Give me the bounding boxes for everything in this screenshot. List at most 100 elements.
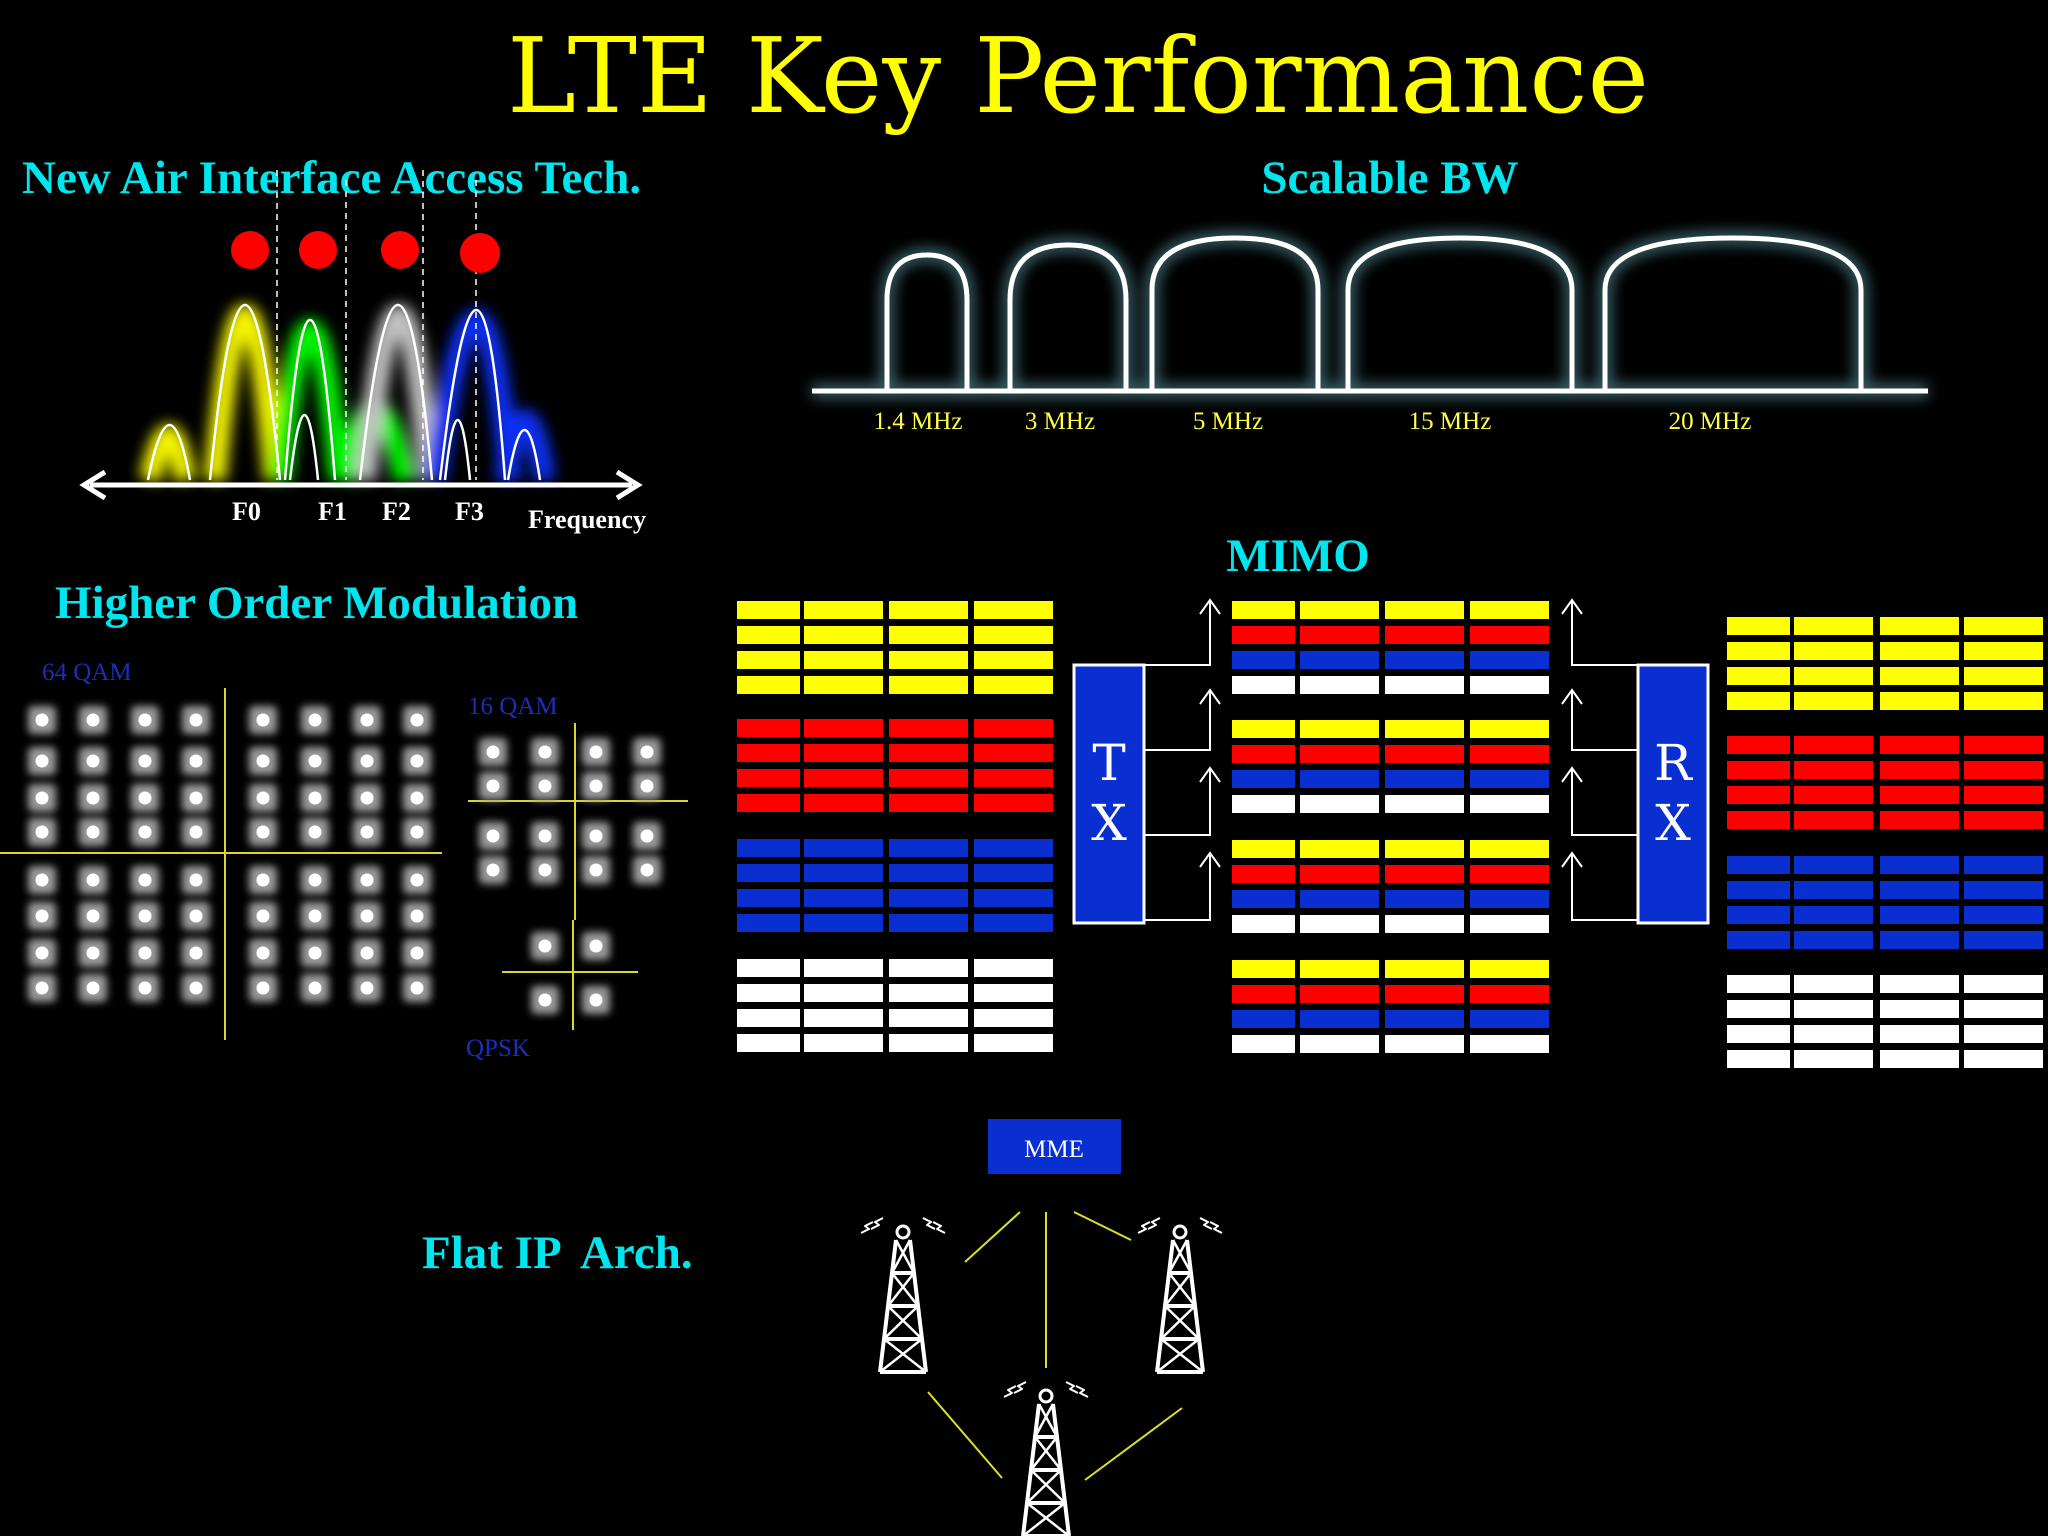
qam64-point — [353, 974, 381, 1002]
qam64-point — [28, 784, 56, 812]
bw-channel-3mhz — [1007, 242, 1129, 390]
qam64-point — [79, 939, 107, 967]
tx-antenna-block: T X — [1072, 663, 1146, 925]
qam64-point — [249, 902, 277, 930]
architecture-heading: Flat IP Arch. — [422, 1227, 693, 1279]
modulation-heading: Higher Order Modulation — [55, 577, 578, 629]
qam64-point — [249, 818, 277, 846]
qam64-point — [301, 706, 329, 734]
qam64-point — [79, 818, 107, 846]
subcarrier-peak-f2 — [381, 231, 419, 269]
qam16-point — [479, 856, 507, 884]
mme-label: MME — [1024, 1136, 1084, 1163]
base-stations — [860, 1217, 1223, 1536]
page-title: LTE Key Performance — [507, 15, 1649, 137]
qam64-point — [249, 866, 277, 894]
subcarrier-label-f0: F0 — [232, 497, 261, 526]
subcarrier-label-f3: F3 — [455, 497, 484, 526]
backhaul-links — [927, 1211, 1183, 1481]
constellation-points — [28, 706, 661, 1014]
qam64-point — [353, 784, 381, 812]
qam64-point — [79, 974, 107, 1002]
qam64-point — [79, 784, 107, 812]
qam64-point — [79, 706, 107, 734]
qam64-point — [28, 747, 56, 775]
qam64-point — [28, 818, 56, 846]
qam16-point — [633, 822, 661, 850]
qam64-point — [79, 747, 107, 775]
qam16-point — [531, 822, 559, 850]
qam64-point — [301, 974, 329, 1002]
ofdm-heading: New Air Interface Access Tech. — [22, 152, 641, 204]
bandwidth-heading: Scalable BW — [1261, 152, 1518, 204]
qam64-point — [131, 784, 159, 812]
bw-label-15mhz: 15 MHz — [1409, 408, 1492, 435]
qam64-point — [131, 818, 159, 846]
subcarrier-label-f2: F2 — [382, 497, 411, 526]
qam64-point — [403, 706, 431, 734]
qam64-point — [403, 902, 431, 930]
bandwidth-section: Scalable BW 1.4 MHz 3 MHz 5 — [812, 152, 1928, 435]
rx-stream-grid-col-1 — [1727, 617, 1790, 1068]
qam64-point — [182, 747, 210, 775]
bandwidth-channels: 1.4 MHz 3 MHz 5 MHz 15 MHz 20 MHz — [812, 230, 1928, 435]
qam64-point — [353, 818, 381, 846]
channel-stream-block-1 — [1300, 601, 1549, 694]
qam64-point — [182, 706, 210, 734]
qam64-point — [353, 902, 381, 930]
subcarrier-peak-f0 — [231, 231, 269, 269]
cell-tower-right-icon — [1137, 1217, 1223, 1374]
rx-label-x: X — [1655, 794, 1691, 852]
qam16-point — [479, 772, 507, 800]
qam64-point — [131, 866, 159, 894]
qam64-point — [182, 974, 210, 1002]
qam16-point — [582, 772, 610, 800]
qam64-point — [182, 866, 210, 894]
qam16-point — [531, 772, 559, 800]
bw-label-3mhz: 3 MHz — [1025, 408, 1095, 435]
qam64-point — [301, 866, 329, 894]
qam16-point — [633, 738, 661, 766]
qam64-point — [353, 747, 381, 775]
qam16-point — [531, 856, 559, 884]
frequency-axis-label: Frequency — [528, 505, 646, 534]
qam64-point — [182, 818, 210, 846]
qam64-point — [403, 784, 431, 812]
qam64-point — [182, 784, 210, 812]
architecture-section: Flat IP Arch. MME — [422, 1119, 1223, 1536]
bw-label-20mhz: 20 MHz — [1669, 408, 1752, 435]
channel-stream-block-2-col-1 — [1232, 720, 1295, 813]
qam64-point — [301, 784, 329, 812]
qam64-point — [301, 902, 329, 930]
channel-stream-block-4 — [1300, 960, 1549, 1053]
mimo-data-streams — [737, 601, 2043, 1068]
qam64-point — [249, 974, 277, 1002]
qam64-point — [353, 706, 381, 734]
qam64-point — [28, 939, 56, 967]
qam16-point — [582, 856, 610, 884]
bw-label-5mhz: 5 MHz — [1193, 408, 1263, 435]
qam64-point — [403, 818, 431, 846]
qam16-point — [633, 856, 661, 884]
bw-channel-5mhz — [1149, 235, 1321, 390]
qam64-label: 64 QAM — [42, 659, 132, 686]
qam64-point — [403, 974, 431, 1002]
cell-tower-left-icon — [860, 1217, 946, 1374]
bw-channel-20mhz — [1602, 235, 1864, 390]
qam64-point — [131, 974, 159, 1002]
cell-tower-bottom-icon — [1003, 1381, 1089, 1536]
tx-stream-grid — [804, 601, 1053, 1052]
bw-label-1-4mhz: 1.4 MHz — [874, 408, 963, 435]
qam64-point — [131, 939, 159, 967]
qam64-point — [301, 747, 329, 775]
qam64-point — [131, 747, 159, 775]
tx-stream-grid-col-1 — [737, 601, 800, 1052]
qam64-point — [28, 706, 56, 734]
bw-channel-1-4mhz — [884, 252, 970, 390]
qam64-point — [403, 939, 431, 967]
channel-stream-block-2 — [1300, 720, 1549, 813]
mimo-section: MIMO T X R X — [737, 530, 2043, 1068]
subcarrier-peak-f3 — [460, 233, 500, 273]
channel-stream-block-3-col-1 — [1232, 840, 1295, 933]
